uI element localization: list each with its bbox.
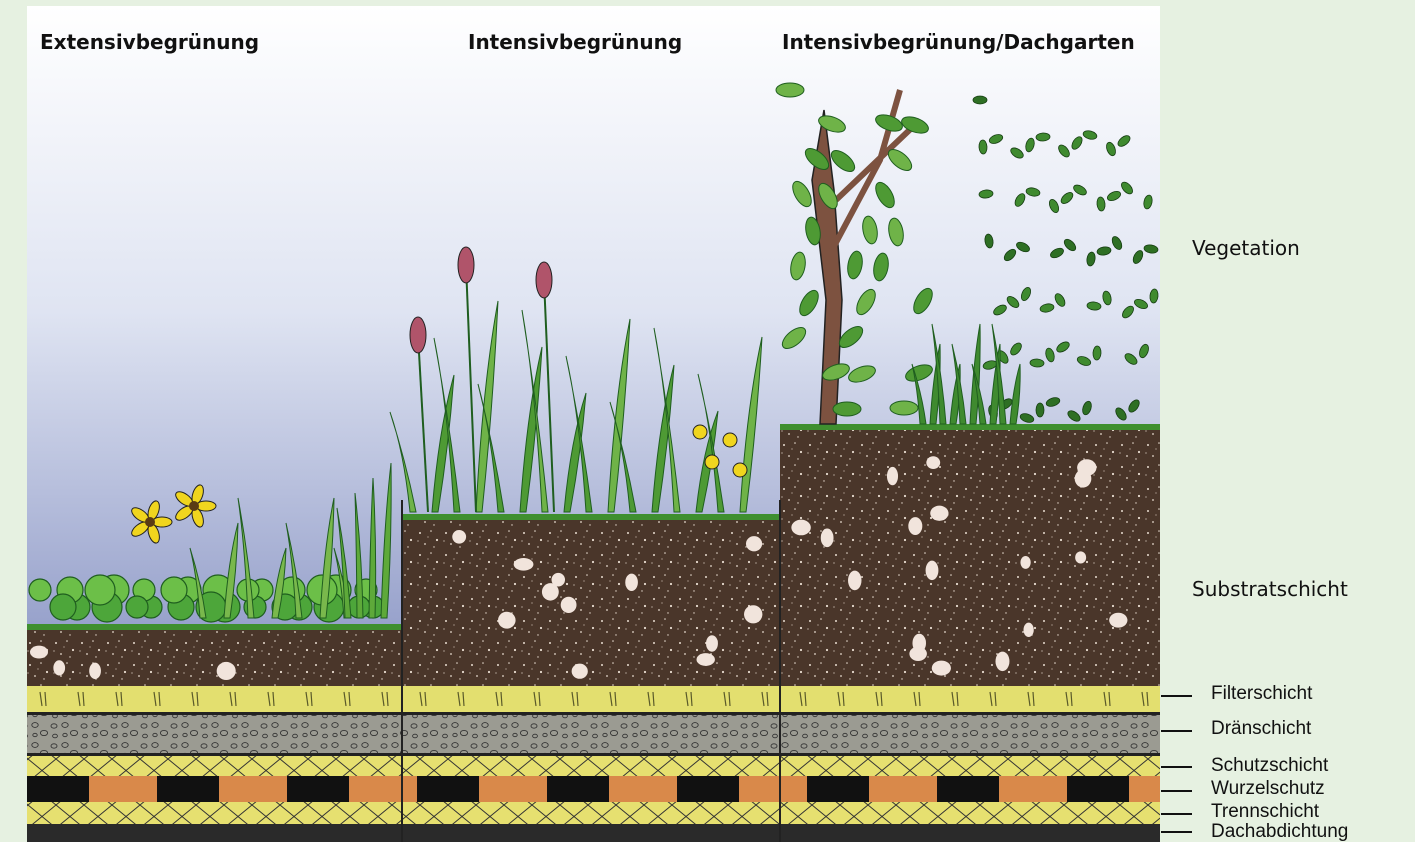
separator-line [27,753,1160,756]
leader-line [1161,831,1192,833]
pebble [744,605,762,623]
pebble [1077,459,1096,476]
root-barrier-segment [417,776,479,802]
pebble [542,583,559,600]
pebble [1024,623,1034,637]
succulent-leaf [126,596,148,618]
pebble [930,506,948,521]
pebble [909,647,927,661]
succulent-leaf [29,579,51,601]
flower-center [145,517,155,527]
waterproofing-layer [27,824,1160,842]
tree-leaf [833,402,861,416]
pebble [514,558,534,571]
small-flower [705,455,719,469]
leader-line [1161,766,1192,768]
pebble [926,456,940,469]
pebble [821,528,834,547]
zone-label-substrate: Substratschicht [1192,577,1348,601]
pebble [848,571,861,591]
shrub-leaf [1036,133,1050,142]
pebble [217,662,236,680]
drainage-layer [27,715,1160,753]
pebble [1020,556,1030,569]
grass-strip [402,514,780,520]
leader-line [1161,790,1192,792]
substrate-block [780,428,1160,686]
layer-label-root-barrier: Wurzelschutz [1211,779,1325,798]
substrate-block [27,628,402,686]
succulent-leaf [161,577,187,603]
flower-bud [410,317,426,353]
pebble [706,635,718,652]
layer-label-protection: Schutzschicht [1211,756,1328,775]
pebble [89,663,101,679]
shrub-leaf [1030,359,1044,368]
pebble [926,561,939,580]
pebble [572,664,588,679]
root-barrier-segment [157,776,219,802]
separation-layer [27,802,1160,824]
small-flower [693,425,707,439]
layer-label-separation: Trennschicht [1211,802,1319,821]
root-barrier-segment [807,776,869,802]
succulent-leaf [85,575,115,605]
pebble [932,661,951,676]
shrub-leaf [979,140,988,154]
shrub-leaf [1093,346,1102,360]
shrub-leaf [1036,403,1044,417]
leader-line [1161,813,1192,815]
flower-bud [458,247,474,283]
pebble [30,646,48,659]
leader-line [1161,695,1192,697]
column-title-intensive: Intensivbegrünung [468,30,682,54]
grass-strip [27,624,402,630]
leader-line [1161,730,1192,732]
pebble [697,653,715,666]
small-flower [723,433,737,447]
root-barrier-segment [1067,776,1129,802]
grass-strip [780,424,1160,430]
root-barrier-segment [27,776,89,802]
tree-leaf [776,83,804,97]
layer-label-waterproofing: Dachabdichtung [1211,822,1348,841]
root-barrier-segment [677,776,739,802]
flower-bud [536,262,552,298]
zone-label-vegetation: Vegetation [1192,236,1300,260]
protection-layer [27,756,1160,776]
pebble [452,530,466,544]
pebble [746,536,762,551]
root-barrier-segment [937,776,999,802]
layer-label-drainage: Dränschicht [1211,719,1311,738]
pebble [625,574,638,591]
pebble [908,517,922,535]
flower-center [189,501,199,511]
column-title-roof-garden: Intensivbegrünung/Dachgarten [782,30,1135,54]
column-title-extensive: Extensivbegrünung [40,30,259,54]
pebble [1109,613,1127,628]
pebble [1075,551,1086,563]
pebble [561,597,577,613]
root-barrier-segment [287,776,349,802]
pebble [53,660,65,675]
shrub-leaf [973,96,987,104]
pebble [791,520,810,536]
pebble [498,612,516,629]
root-barrier-segment [547,776,609,802]
tree-leaf [890,401,918,415]
succulent-leaf [50,594,76,620]
pebble [995,652,1009,672]
pebble [887,467,898,485]
separator-line [27,712,1160,715]
small-flower [733,463,747,477]
layer-label-filter: Filterschicht [1211,684,1312,703]
